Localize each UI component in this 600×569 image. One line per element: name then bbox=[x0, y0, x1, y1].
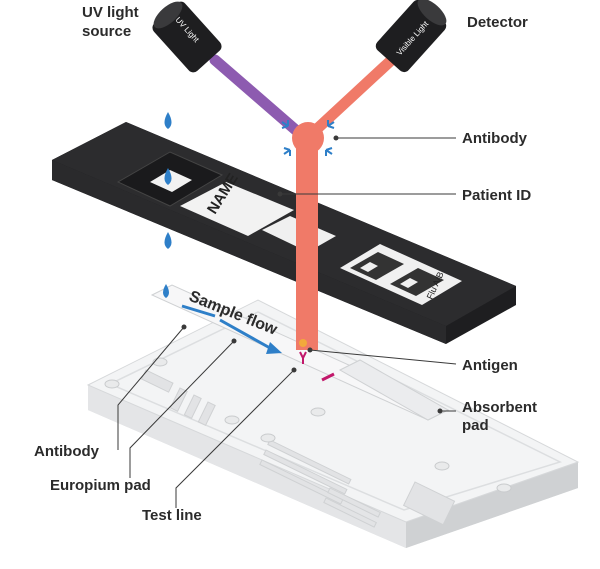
antigen-label: Antigen bbox=[462, 357, 518, 374]
leader-lines bbox=[117, 135, 457, 508]
droplets bbox=[164, 112, 172, 249]
absorbent-pad-area bbox=[338, 359, 450, 421]
flow-arrow bbox=[181, 304, 282, 354]
qr-code-icon bbox=[340, 244, 462, 305]
uv-lamp: UV Light bbox=[152, 1, 222, 73]
test-line-label: Test line bbox=[142, 507, 202, 524]
antibody-sphere bbox=[281, 120, 335, 156]
uv-source-label: UV light source bbox=[82, 4, 143, 40]
uv-beam bbox=[209, 54, 304, 138]
droplet-icon bbox=[164, 168, 172, 185]
detector-lamp: Visible Light bbox=[375, 0, 447, 73]
patient-id-label: Patient ID bbox=[462, 187, 531, 204]
droplet-icon bbox=[164, 232, 172, 249]
visible-beam bbox=[312, 48, 404, 134]
detection-beam bbox=[296, 138, 318, 350]
name-label-area bbox=[180, 182, 294, 236]
base-ribs bbox=[140, 369, 456, 528]
cartridge-top: NAME Flu A/B bbox=[52, 122, 516, 344]
antibody-label: Antibody bbox=[462, 130, 528, 147]
antigen-marker bbox=[299, 339, 307, 364]
europium-pad-label: Europium pad bbox=[50, 477, 151, 494]
callout-labels: UV light source Detector Antibody Patien… bbox=[34, 4, 541, 524]
detector-label: Detector bbox=[467, 14, 528, 31]
light-beams bbox=[209, 48, 404, 138]
antibody-left-label: Antibody bbox=[34, 443, 100, 460]
absorbent-pad-label: Absorbent pad bbox=[462, 399, 541, 434]
cartridge-base bbox=[86, 299, 580, 548]
base-posts bbox=[104, 357, 512, 493]
droplet-icon bbox=[163, 284, 169, 298]
droplet-icon bbox=[164, 112, 172, 129]
test-line-mark bbox=[321, 372, 335, 382]
